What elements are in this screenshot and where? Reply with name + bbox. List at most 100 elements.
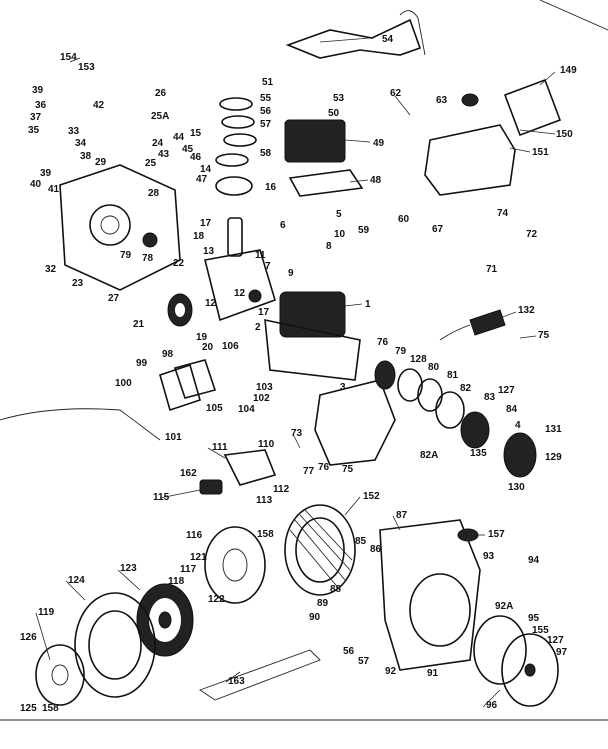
- part-label: 78: [142, 253, 154, 264]
- part-label: 58: [260, 148, 272, 159]
- part-label: 4: [515, 420, 521, 431]
- part-label: 11: [255, 250, 266, 261]
- part-label: 2: [255, 322, 261, 333]
- reed-plates: [159, 359, 217, 412]
- part-label: 100: [115, 378, 132, 389]
- part-label: 116: [186, 530, 203, 541]
- part-label: 93: [483, 551, 495, 562]
- part-label: 95: [528, 613, 540, 624]
- part-label: 48: [370, 175, 382, 186]
- base-plate: [199, 649, 321, 701]
- drive-disc: [35, 644, 85, 706]
- part-label: 98: [162, 349, 174, 360]
- part-label: 22: [173, 258, 185, 269]
- part-label: 17: [200, 218, 212, 229]
- cylinder-head: [284, 119, 346, 163]
- part-label: 36: [35, 100, 47, 111]
- part-label: 7: [265, 261, 271, 272]
- part-label: 135: [470, 448, 487, 459]
- part-label: 19: [196, 332, 208, 343]
- part-label: 8: [326, 241, 332, 252]
- part-label: 111: [212, 442, 228, 453]
- part-label: 153: [78, 62, 95, 73]
- part-label: 82: [460, 383, 472, 394]
- part-label: 60: [398, 214, 410, 225]
- part-label: 3: [340, 382, 346, 393]
- part-label: 76: [377, 337, 389, 348]
- part-label: 99: [136, 358, 148, 369]
- part-label: 80: [428, 362, 440, 373]
- piston-rings: [215, 97, 257, 196]
- part-label: 86: [370, 544, 382, 555]
- part-label: 132: [518, 305, 535, 316]
- fan-cover: [473, 615, 559, 707]
- part-label: 25A: [151, 111, 169, 122]
- part-label: 90: [309, 612, 321, 623]
- part-label: 25: [145, 158, 157, 169]
- part-label: 38: [80, 151, 92, 162]
- part-label: 50: [328, 108, 340, 119]
- part-label: 35: [28, 125, 40, 136]
- part-label: 94: [528, 555, 540, 566]
- part-label: 106: [222, 341, 239, 352]
- part-label: 82A: [420, 450, 438, 461]
- part-label: 24: [152, 138, 164, 149]
- part-label: 124: [68, 575, 85, 586]
- gear-21: [167, 293, 193, 327]
- part-label: 158: [257, 529, 274, 540]
- starter-pulley-stack: [374, 360, 537, 478]
- part-label: 76: [318, 462, 330, 473]
- part-label: 85: [355, 536, 367, 547]
- part-label: 43: [158, 149, 170, 160]
- part-label: 75: [342, 464, 354, 475]
- part-label: 10: [334, 229, 346, 240]
- part-label: 150: [556, 129, 573, 140]
- part-label: 127: [498, 385, 515, 396]
- part-label: 151: [532, 147, 549, 158]
- starter-cup: [204, 526, 266, 604]
- part-label: 46: [190, 152, 202, 163]
- part-label: 118: [168, 576, 185, 587]
- part-label: 20: [202, 342, 214, 353]
- part-label: 84: [506, 404, 518, 415]
- part-label: 110: [258, 439, 275, 450]
- part-label: 57: [358, 656, 370, 667]
- part-label: 163: [228, 676, 245, 687]
- part-label: 105: [206, 403, 223, 414]
- part-label: 119: [38, 607, 55, 618]
- part-label: 88: [330, 584, 342, 595]
- part-label: 26: [155, 88, 167, 99]
- leader-lines: [35, 37, 556, 708]
- part-label: 47: [196, 174, 208, 185]
- part-label: 72: [526, 229, 538, 240]
- engine-cover: [379, 519, 481, 671]
- part-label: 6: [280, 220, 286, 231]
- starter-handle: [439, 309, 506, 341]
- part-label: 18: [193, 231, 205, 242]
- part-label: 101: [165, 432, 182, 443]
- head-gasket: [288, 169, 364, 197]
- part-label: 87: [396, 510, 408, 521]
- part-label: 117: [180, 564, 197, 575]
- part-label: 53: [333, 93, 345, 104]
- part-label: 32: [45, 264, 57, 275]
- part-label: 44: [173, 132, 185, 143]
- part-label: 77: [303, 466, 315, 477]
- part-label: 97: [556, 647, 568, 658]
- part-label: 91: [427, 668, 439, 679]
- part-label: 23: [72, 278, 84, 289]
- part-label: 102: [253, 393, 270, 404]
- part-label: 128: [410, 354, 427, 365]
- part-label: 57: [260, 119, 272, 130]
- part-label: 34: [75, 138, 87, 149]
- part-label: 41: [48, 184, 60, 195]
- clutch-drum: [136, 583, 194, 657]
- part-label: 16: [265, 182, 277, 193]
- part-label: 83: [484, 392, 496, 403]
- part-labels: 154 153 39 36 37 42 35 33 34 38 40 41 39…: [20, 34, 577, 714]
- part-label: 17: [258, 307, 270, 318]
- part-label: 28: [148, 188, 160, 199]
- part-label: 45: [182, 144, 194, 155]
- part-label: 96: [486, 700, 498, 711]
